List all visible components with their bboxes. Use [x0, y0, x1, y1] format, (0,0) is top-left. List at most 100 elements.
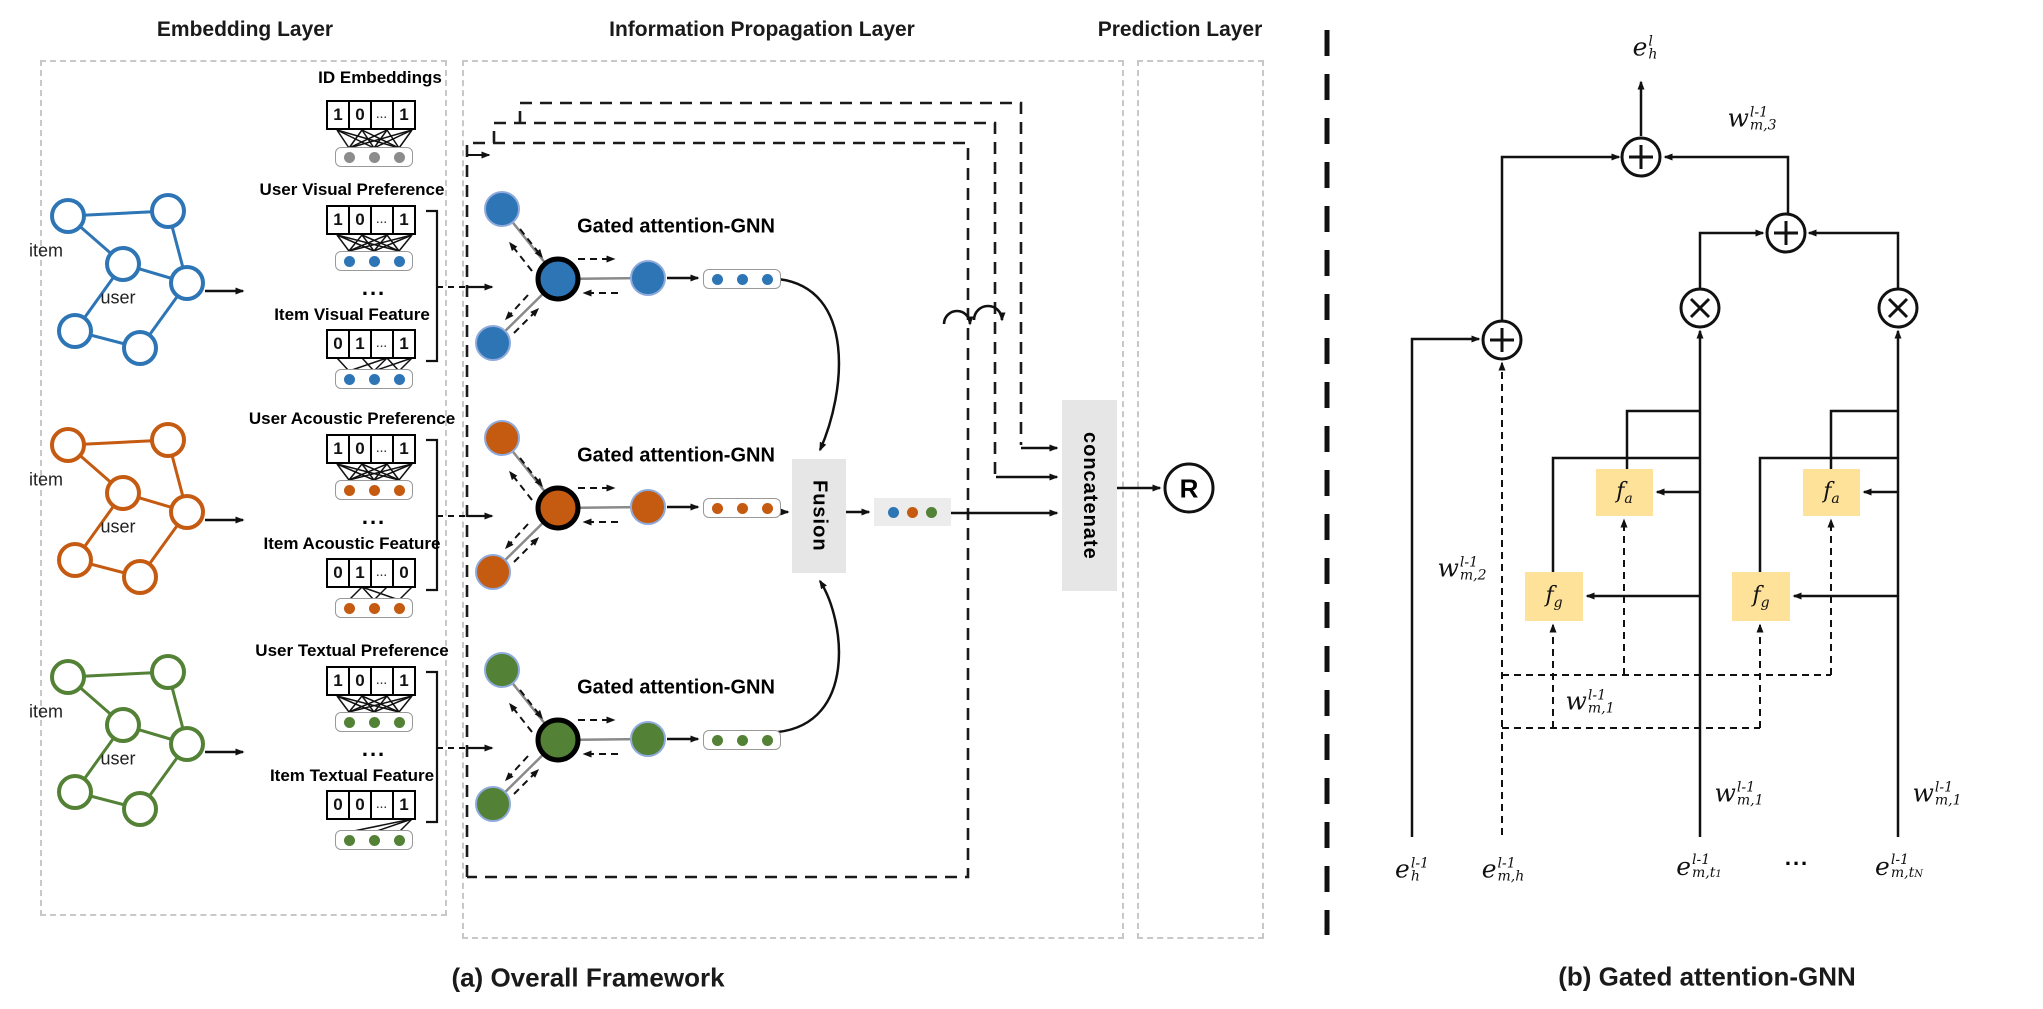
embedding-dot	[368, 151, 380, 163]
fused-dot-green	[926, 506, 937, 518]
item-visual-feature-vector: 0 1 ... 1	[326, 329, 416, 359]
fg-box-2: fg	[1732, 572, 1790, 621]
item-acoustic-feature-title: Item Acoustic Feature	[263, 534, 441, 553]
item-textual-embedding-dots	[335, 830, 413, 850]
embedding-dot	[761, 734, 773, 746]
layer-loop-rects	[465, 101, 1023, 879]
gated-attention-gnn-label-acoustic: Gated attention-GNN	[577, 444, 775, 467]
id-embedding-fan	[336, 129, 413, 149]
vector-cell: 1	[399, 439, 409, 458]
user-visual-embedding-dots	[335, 251, 413, 271]
vector-ellipsis: ...	[361, 736, 387, 761]
embedding-dot	[736, 734, 748, 746]
embedding-dot	[711, 734, 723, 746]
embedding-layer-box	[40, 60, 447, 916]
id-embeddings-title: ID Embeddings	[318, 68, 442, 87]
embedding-dot	[368, 484, 380, 496]
id-embedding-dots	[335, 147, 413, 167]
circle-plus-icon	[1620, 136, 1662, 178]
fused-dot-orange	[907, 506, 918, 518]
gated-gnn-dashed-wiring	[1498, 361, 1835, 835]
propagation-layer-box	[462, 60, 1124, 939]
concatenate-box: concatenate	[1062, 400, 1117, 591]
vector-cell: 1	[399, 210, 409, 229]
item-label: item	[28, 701, 64, 722]
embedding-dot	[393, 255, 405, 267]
embedding-dot	[368, 602, 380, 614]
layer-repeat-arcs	[942, 304, 1006, 326]
user-visual-preference-vector: 1 0 ... 1	[326, 205, 416, 235]
embedding-dot	[343, 602, 355, 614]
embedding-dot	[368, 255, 380, 267]
fused-embedding-box	[874, 498, 951, 526]
vector-cell: 1	[350, 331, 372, 357]
fg-label: fg	[1752, 582, 1770, 611]
concatenate-label: concatenate	[1079, 431, 1101, 560]
vector-cell: 1	[328, 207, 350, 233]
item-label: item	[28, 469, 64, 490]
rating-circle	[1163, 462, 1215, 514]
input-ellipsis: ...	[1784, 845, 1810, 870]
caption-overall-framework: (a) Overall Framework	[451, 962, 725, 993]
vector-cell: 1	[328, 436, 350, 462]
acoustic-output-dots	[703, 498, 781, 518]
vector-cell: ...	[372, 792, 394, 818]
vector-cell: 0	[328, 331, 350, 357]
vector-cell: 0	[328, 560, 350, 586]
row-textual-graphics	[50, 652, 700, 833]
fa-box-1: fa	[1596, 469, 1653, 516]
row-visual-graphics	[50, 191, 700, 372]
vector-cell: 0	[350, 668, 372, 694]
vector-cell: ...	[372, 331, 394, 357]
circle-plus-icon	[1765, 212, 1807, 254]
embedding-dot	[393, 602, 405, 614]
embedding-dot	[711, 273, 723, 285]
rating-label: R	[1179, 473, 1199, 504]
user-label: user	[100, 287, 136, 308]
circle-times-icon	[1679, 287, 1721, 329]
vector-cell: 1	[328, 102, 350, 128]
vector-cell: ...	[372, 436, 394, 462]
row-acoustic-graphics	[50, 420, 700, 601]
item-acoustic-embedding-dots	[335, 598, 413, 618]
vector-cell: 1	[399, 795, 409, 814]
embedding-dot	[343, 484, 355, 496]
user-visual-preference-title: User Visual Preference	[259, 180, 445, 199]
embedding-dot	[761, 502, 773, 514]
caption-gated-attention-gnn: (b) Gated attention-GNN	[1558, 961, 1856, 992]
propagation-layer-header: Information Propagation Layer	[609, 18, 915, 41]
fa-label: fa	[1616, 478, 1633, 507]
id-embeddings-vector: 1 0 ... 1	[326, 100, 416, 130]
vector-cell: ...	[372, 207, 394, 233]
gated-attention-gnn-label-textual: Gated attention-GNN	[577, 676, 775, 699]
vector-cell: 0	[350, 102, 372, 128]
vector-cell: 0	[350, 436, 372, 462]
embedding-dot	[368, 716, 380, 728]
user-label: user	[100, 748, 136, 769]
vector-cell: 0	[350, 207, 372, 233]
fusion-wiring	[777, 277, 1162, 734]
embedding-dot	[343, 255, 355, 267]
fusion-box: Fusion	[792, 459, 846, 573]
textual-output-dots	[703, 730, 781, 750]
vector-cell: 0	[328, 792, 350, 818]
prediction-layer-box	[1137, 60, 1264, 939]
user-acoustic-embedding-dots	[335, 480, 413, 500]
vector-cell: 1	[399, 671, 409, 690]
embedding-dot	[393, 151, 405, 163]
embedding-dot	[761, 273, 773, 285]
embedding-dot	[393, 373, 405, 385]
fa-label: fa	[1823, 478, 1840, 507]
embedding-layer-header: Embedding Layer	[156, 18, 334, 41]
fusion-label: Fusion	[808, 480, 831, 552]
